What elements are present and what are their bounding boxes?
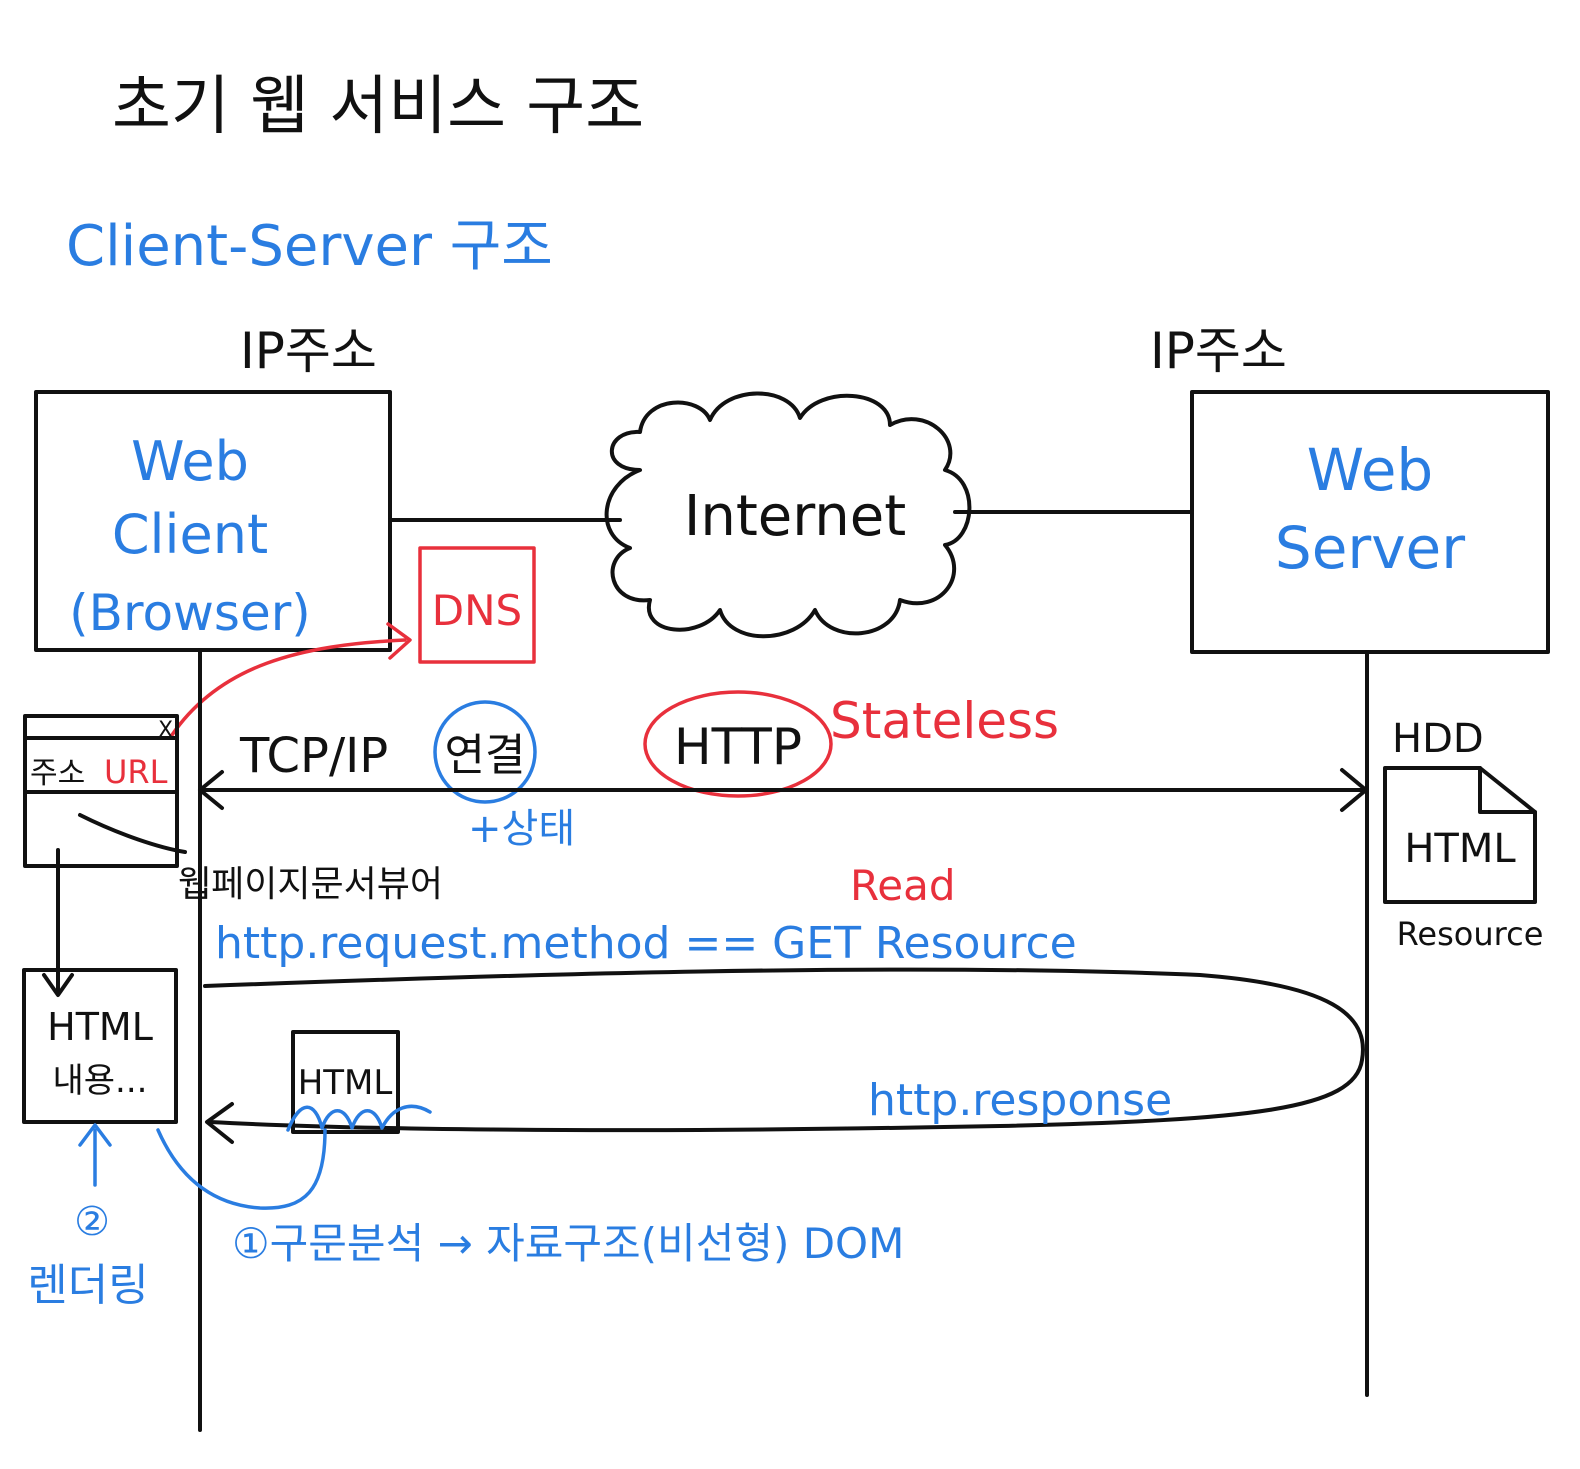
connection-circle <box>433 700 537 804</box>
tcp-arrowhead-left <box>198 770 224 810</box>
render-arrowhead <box>78 1123 112 1147</box>
parse-arc <box>156 1128 327 1210</box>
diagram-subtitle: Client-Server 구조 <box>66 214 553 279</box>
response-html-doc <box>291 1030 400 1134</box>
browser-to-html-arrowhead <box>42 973 74 997</box>
web-server-box <box>1190 390 1550 654</box>
render-number: ② <box>74 1199 110 1245</box>
response-html-squiggle <box>286 1104 432 1132</box>
response-arrowhead <box>205 1102 234 1144</box>
request-label: http.request.method == GET Resource <box>215 918 1077 969</box>
diagram-title: 초기 웹 서비스 구조 <box>112 70 644 144</box>
html-content-line1: HTML <box>47 1005 153 1049</box>
url-to-dns-arrow <box>170 638 407 737</box>
dns-box <box>418 546 536 664</box>
resource-file-fold <box>1478 766 1537 814</box>
tcp-arrowhead-right <box>1340 768 1368 812</box>
hdd-label: HDD <box>1392 716 1484 762</box>
resource-file-label: HTML <box>1404 826 1516 872</box>
http-label: HTTP <box>674 718 802 776</box>
render-label: 렌더링 <box>27 1260 148 1311</box>
html-content-box <box>22 968 178 1124</box>
web-client-line3: (Browser) <box>69 584 311 642</box>
html-content-line2: 내용... <box>53 1061 148 1101</box>
stateless-label: Stateless <box>830 692 1059 750</box>
dns-label: DNS <box>432 586 522 635</box>
web-client-line1: Web <box>131 430 249 493</box>
client-ip-label: IP주소 <box>240 322 377 380</box>
read-label: Read <box>850 861 956 910</box>
web-server-line1: Web <box>1307 436 1433 504</box>
browser-url-label: URL <box>104 753 168 791</box>
server-ip-label: IP주소 <box>1150 322 1287 380</box>
parse-label: ①구문분석 → 자료구조(비선형) DOM <box>232 1219 904 1268</box>
web-server-line2: Server <box>1275 514 1465 582</box>
url-to-dns-arrowhead <box>386 622 412 660</box>
browser-viewer-pointer <box>78 813 187 854</box>
http-circle <box>643 690 833 798</box>
browser-address-label: 주소 <box>30 756 85 791</box>
internet-cloud <box>604 391 972 639</box>
web-client-line2: Client <box>112 503 268 566</box>
state-label: +상태 <box>468 806 575 852</box>
response-label: http.response <box>868 1075 1172 1126</box>
browser-close-icon: X <box>158 718 173 743</box>
resource-file-icon <box>1383 766 1537 904</box>
request-response-loop <box>203 967 1365 1133</box>
internet-label: Internet <box>684 484 906 549</box>
webpage-viewer-note: 웹페이지문서뷰어 <box>178 864 443 905</box>
tcp-ip-label: TCP/IP <box>239 728 388 784</box>
resource-label: Resource <box>1397 915 1544 953</box>
connection-label: 연결 <box>445 730 526 781</box>
response-html-label: HTML <box>298 1063 393 1103</box>
